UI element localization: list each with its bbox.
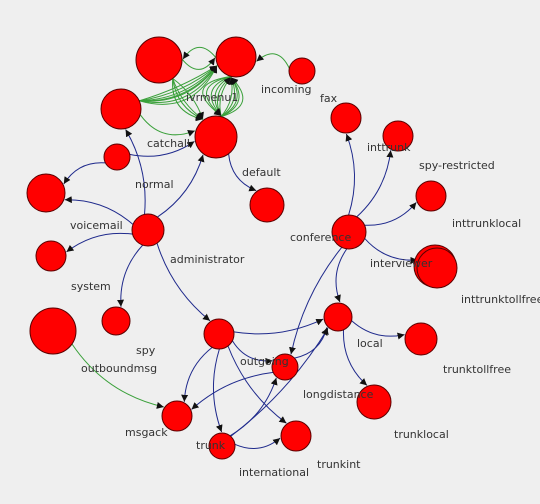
node-trunkint[interactable]: [280, 420, 312, 452]
label-trunk: trunk: [196, 439, 226, 452]
label-inttrunk: inttrunk: [367, 141, 411, 154]
label-spy-restricted: spy-restricted: [419, 159, 495, 172]
label-trunklocal: trunklocal: [394, 428, 449, 441]
node-local[interactable]: [323, 302, 353, 332]
edge-bundle-n_left_big-to-ivrmenu1-5: [139, 65, 218, 105]
label-catchall: catchall: [147, 137, 190, 150]
label-administrator: administrator: [170, 253, 245, 266]
label-ivrmenu1: ivrmenu1: [186, 91, 238, 104]
node-n_catch_big[interactable]: [135, 36, 183, 84]
edge-incoming-to-ivrmenu1: [256, 53, 290, 69]
node-spy-restricted[interactable]: [415, 180, 447, 212]
edge-local-to-trunklocal: [342, 329, 368, 386]
label-interviewer: interviewer: [370, 257, 433, 270]
edge-conference-to-spy-restricted: [364, 202, 417, 226]
edge-conference-to-inttrunk: [356, 150, 394, 218]
edge-bundle-ivrmenu1-to-catchall-2: [202, 75, 232, 117]
edge-administrator-to-n_left_big: [125, 129, 146, 215]
node-outgoing[interactable]: [203, 318, 235, 350]
edge-n_left_big-to-catchall: [139, 114, 196, 137]
node-default[interactable]: [249, 187, 285, 223]
edge-administrator-to-system: [66, 232, 133, 253]
label-international: international: [239, 466, 309, 479]
edge-bundle-n_left_big-to-ivrmenu1-4: [139, 65, 218, 103]
label-incoming: incoming: [261, 83, 312, 96]
edge-outgoing-to-msgack: [181, 347, 213, 402]
node-administrator[interactable]: [131, 213, 165, 247]
edge-conference-to-fax: [345, 133, 355, 216]
edge-administrator-to-catchall: [157, 154, 205, 218]
edge-conference-to-interviewer: [364, 238, 418, 264]
node-msgack[interactable]: [161, 400, 193, 432]
label-voicemail: voicemail: [70, 219, 123, 232]
node-trunktollfree[interactable]: [404, 322, 438, 356]
node-fax[interactable]: [330, 102, 362, 134]
edge-normal-to-catchall: [129, 140, 195, 157]
edge-conference-to-local: [334, 248, 348, 303]
edge-longdistance-to-msgack: [191, 371, 274, 410]
edge-catchall-to-default: [228, 153, 257, 192]
edge-n_catch_big-to-ivrmenu1: [181, 57, 216, 70]
edges-layer: [63, 46, 418, 449]
label-system: system: [71, 280, 111, 293]
node-trunklocal[interactable]: [356, 384, 392, 420]
node-trunk[interactable]: [208, 432, 236, 460]
edge-conference-to-longdistance: [289, 247, 343, 355]
label-trunktollfree: trunktollfree: [443, 363, 511, 376]
label-msgack: msgack: [125, 426, 168, 439]
label-local: local: [357, 337, 383, 350]
node-conference[interactable]: [331, 214, 367, 250]
edge-administrator-to-outgoing: [156, 243, 211, 322]
edge-local-to-trunktollfree: [351, 320, 405, 340]
edge-administrator-to-voicemail: [64, 196, 134, 225]
edge-administrator-to-spy: [117, 244, 144, 307]
node-voicemail[interactable]: [26, 173, 66, 213]
node-catchall[interactable]: [194, 115, 238, 159]
label-longdistance: longdistance: [303, 388, 374, 401]
label-spy: spy: [136, 344, 156, 357]
edge-outgoing-to-trunkint: [227, 345, 287, 424]
node-outboundmsg[interactable]: [29, 307, 77, 355]
label-outgoing: outgoing: [240, 355, 289, 368]
edge-outgoing-to-trunk: [213, 348, 223, 433]
edge-outgoing-to-local: [233, 318, 324, 335]
node-incoming[interactable]: [288, 57, 316, 85]
label-conference: conference: [290, 231, 351, 244]
node-longdistance[interactable]: [271, 353, 299, 381]
edge-trunk-to-local: [230, 327, 329, 437]
edge-bundle-n_catch_big-to-catchall-2: [172, 78, 204, 120]
nodes-layer: [26, 36, 458, 460]
label-trunkint: trunkint: [317, 458, 361, 471]
node-inttrunk[interactable]: [382, 120, 414, 152]
label-default: default: [242, 166, 281, 179]
label-inttrunklocal: inttrunklocal: [452, 217, 521, 230]
edge-outboundmsg-to-msgack: [71, 343, 164, 409]
edge-outgoing-to-longdistance: [231, 340, 273, 365]
edge-trunk-to-trunkint: [234, 437, 281, 449]
label-normal: normal: [135, 178, 174, 191]
labels-layer: ivrmenu1 incoming catchall fax inttrunk norma…: [70, 83, 540, 479]
node-normal[interactable]: [103, 143, 131, 171]
label-outboundmsg: outboundmsg: [81, 362, 157, 375]
node-interviewer[interactable]: [416, 247, 458, 289]
label-fax: fax: [320, 92, 338, 105]
node-system[interactable]: [35, 240, 67, 272]
label-inttrunktollfree: inttrunktollfree: [461, 293, 540, 306]
node-n_left_big[interactable]: [100, 88, 142, 130]
edge-bundle-catchall-to-ivrmenu1-5: [220, 77, 244, 118]
edge-trunk-to-longdistance: [229, 377, 278, 437]
node-ivrmenu1[interactable]: [215, 36, 257, 78]
edge-ivrmenu1-to-n_catch_big: [182, 46, 217, 60]
edge-normal-to-voicemail: [63, 162, 106, 185]
node-spy[interactable]: [101, 306, 131, 336]
